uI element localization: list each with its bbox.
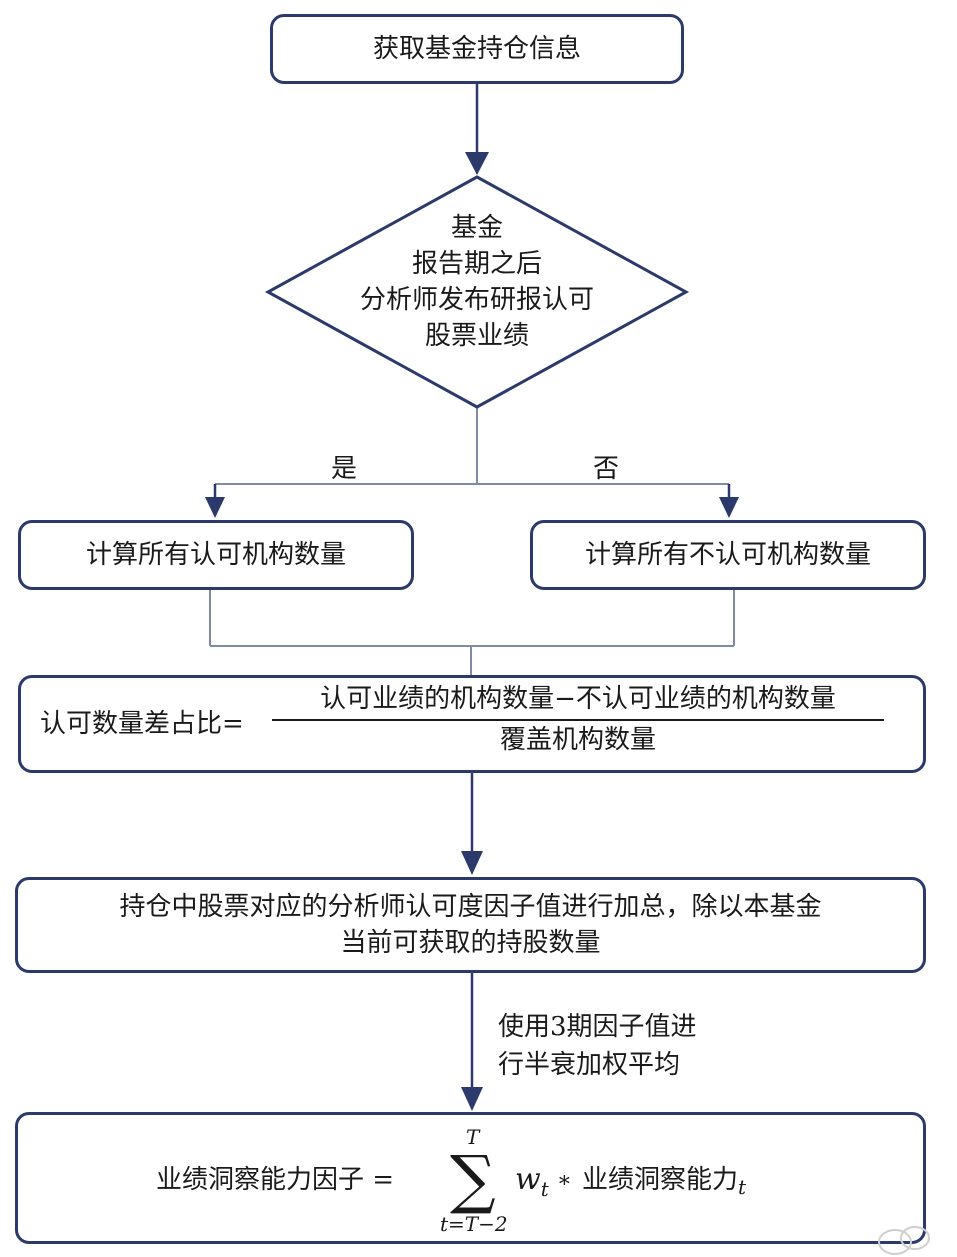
- final-rhs: 业绩洞察能力t: [582, 1167, 746, 1197]
- right-branch-node: 计算所有不认可机构数量: [530, 520, 926, 590]
- start-node-label: 获取基金持仓信息: [372, 34, 581, 64]
- final-node: [15, 1112, 926, 1244]
- weight-subscript: t: [540, 1177, 549, 1201]
- decision-line-1: 基金: [450, 213, 503, 243]
- weight-symbol: wt: [515, 1162, 549, 1201]
- decision-line-2: 报告期之后: [411, 249, 542, 279]
- sum-symbol: ∑: [450, 1143, 496, 1217]
- fraction-bar: [272, 719, 884, 722]
- aggregate-node: 持仓中股票对应的分析师认可度因子值进行加总，除以本基金 当前可获取的持股数量: [15, 877, 926, 973]
- weight-w: w: [515, 1162, 541, 1197]
- ratio-numerator: 认可业绩的机构数量−不认可业绩的机构数量: [320, 684, 836, 714]
- yes-label: 是: [331, 454, 358, 484]
- multiply-operator: ∗: [557, 1168, 572, 1193]
- left-branch-label: 计算所有认可机构数量: [85, 540, 346, 570]
- decision-diamond: [264, 175, 690, 409]
- sum-lower-limit: t=T−2: [440, 1212, 508, 1236]
- aggregate-line-2: 当前可获取的持股数量: [340, 928, 601, 958]
- final-rhs-label: 业绩洞察能力: [582, 1165, 739, 1195]
- smoothing-label: 使用3期因子值进 行半衰加权平均: [498, 1008, 697, 1084]
- ratio-node: [18, 675, 926, 773]
- start-node: 获取基金持仓信息: [270, 14, 684, 84]
- decision-line-4: 股票业绩: [424, 321, 529, 351]
- sum-upper-limit: T: [466, 1125, 480, 1149]
- smoothing-line-2: 行半衰加权平均: [498, 1050, 681, 1080]
- aggregate-line-1: 持仓中股票对应的分析师认可度因子值进行加总，除以本基金: [119, 892, 822, 922]
- decision-text: 基金 报告期之后 分析师发布研报认可 股票业绩: [300, 210, 654, 354]
- ratio-fraction: 认可业绩的机构数量−不认可业绩的机构数量 覆盖机构数量: [272, 684, 884, 756]
- ratio-denominator: 覆盖机构数量: [499, 725, 656, 756]
- left-branch-node: 计算所有认可机构数量: [18, 520, 414, 590]
- watermark-logo: [878, 1226, 930, 1255]
- right-branch-label: 计算所有不认可机构数量: [584, 540, 871, 570]
- ratio-lhs: 认可数量差占比=: [40, 709, 244, 739]
- final-lhs: 业绩洞察能力因子 =: [156, 1165, 395, 1195]
- final-rhs-subscript: t: [738, 1175, 747, 1200]
- no-label: 否: [593, 454, 620, 484]
- decision-line-3: 分析师发布研报认可: [359, 285, 594, 315]
- smoothing-line-1: 使用3期因子值进: [498, 1012, 697, 1042]
